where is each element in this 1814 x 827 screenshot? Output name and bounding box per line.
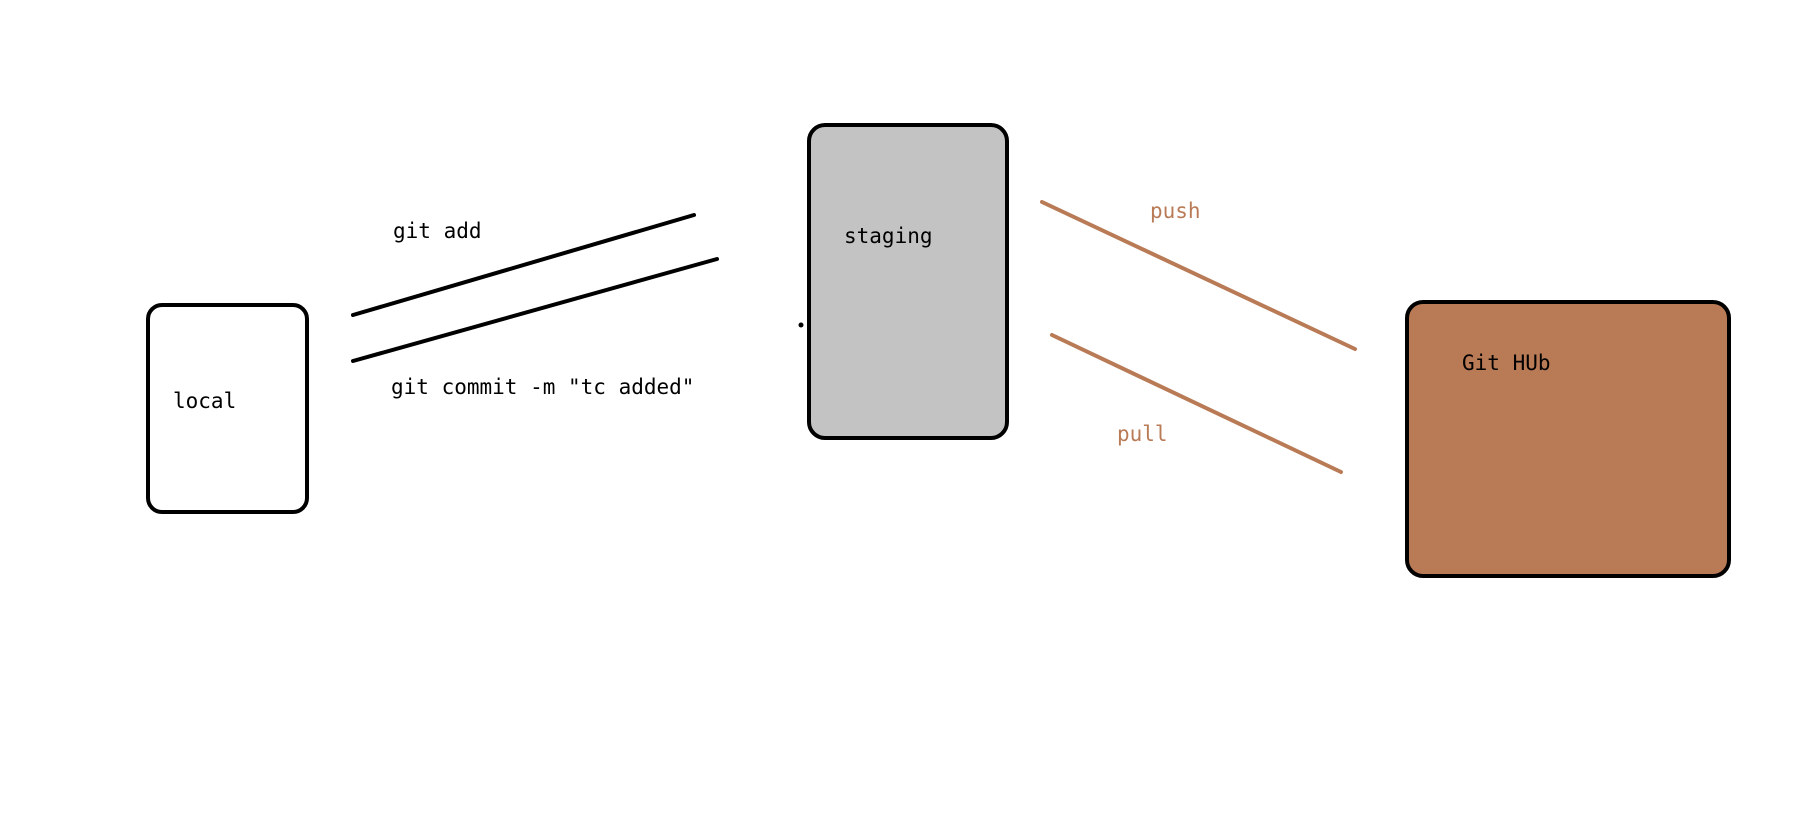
git-add-label: git add	[393, 219, 482, 243]
local-label: local	[173, 389, 236, 413]
push-label: push	[1150, 199, 1201, 223]
staging-label: staging	[844, 224, 933, 248]
git-commit-label: git commit -m "tc added"	[391, 375, 694, 399]
stray-dot	[798, 322, 804, 328]
github-label: Git HUb	[1462, 351, 1551, 375]
staging-box	[807, 123, 1009, 440]
local-box	[146, 303, 309, 514]
github-box	[1405, 300, 1731, 578]
pull-line	[1050, 333, 1343, 474]
git-commit-line	[351, 257, 719, 363]
pull-label: pull	[1117, 422, 1168, 446]
git-add-line	[351, 213, 696, 317]
push-line	[1040, 200, 1357, 351]
